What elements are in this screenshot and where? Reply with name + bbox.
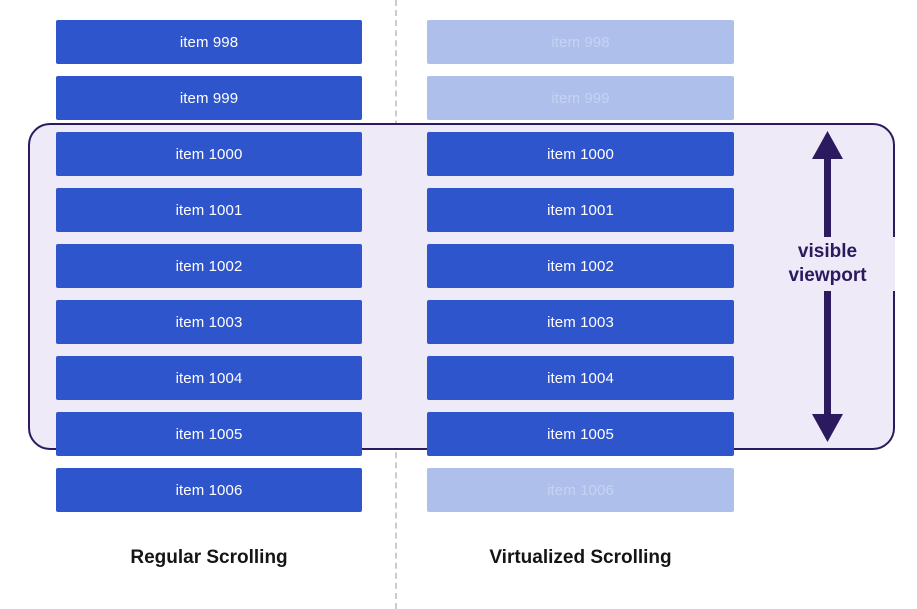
list-item[interactable]: item 1005 — [56, 412, 362, 456]
caption-regular-scrolling: Regular Scrolling — [130, 547, 288, 568]
list-item-label: item 999 — [551, 89, 610, 107]
list-item[interactable]: item 1005 — [427, 412, 734, 456]
list-item[interactable]: item 1001 — [427, 188, 734, 232]
list-item[interactable]: item 1004 — [56, 356, 362, 400]
visible-viewport-label-line1: visible — [797, 241, 858, 262]
list-item[interactable]: item 1000 — [56, 132, 362, 176]
list-item-label: item 1006 — [175, 481, 243, 499]
list-item[interactable]: item 1002 — [427, 244, 734, 288]
list-item[interactable]: item 1006 — [427, 468, 734, 512]
list-item-label: item 1005 — [547, 425, 614, 443]
column-virtualized-scrolling: item 998 item 999 item 1000 item 1001 item 1… — [427, 0, 734, 609]
list-item[interactable]: item 1006 — [56, 468, 362, 512]
visible-viewport-label-line2: viewport — [788, 264, 867, 286]
list-item[interactable]: item 999 — [56, 76, 362, 120]
list-item[interactable]: item 998 — [427, 20, 734, 64]
column-regular-scrolling: item 998 item 999 item 1000 item 1001 item 1… — [56, 0, 362, 609]
list-item-label: item 1006 — [547, 481, 614, 499]
list-item-label: item 998 — [179, 33, 239, 51]
list-item-label: item 1002 — [175, 257, 243, 275]
list-item-label: item 1004 — [547, 369, 614, 387]
list-item-label: item 1002 — [547, 257, 614, 275]
list-item[interactable]: item 1001 — [56, 188, 362, 232]
list-item-label: item 1001 — [547, 201, 614, 219]
list-item-label: item 1004 — [175, 369, 243, 387]
list-item-label: item 998 — [551, 33, 610, 51]
list-item[interactable]: item 998 — [56, 20, 362, 64]
list-item-label: item 1005 — [175, 425, 243, 443]
caption-virtualized-scrolling: Virtualized Scrolling — [489, 547, 672, 568]
list-item-label: item 1001 — [175, 201, 243, 219]
visible-viewport-annotation: visible viewport — [760, 123, 895, 450]
list-item[interactable]: item 1003 — [56, 300, 362, 344]
list-item-label: item 999 — [179, 89, 239, 107]
list-item[interactable]: item 1004 — [427, 356, 734, 400]
list-item-label: item 1003 — [175, 313, 243, 331]
list-item[interactable]: item 1000 — [427, 132, 734, 176]
list-item-label: item 1003 — [547, 313, 614, 331]
list-item[interactable]: item 1003 — [427, 300, 734, 344]
list-item[interactable]: item 999 — [427, 76, 734, 120]
list-item-label: item 1000 — [175, 145, 243, 163]
list-item[interactable]: item 1002 — [56, 244, 362, 288]
list-item-label: item 1000 — [547, 145, 614, 163]
visible-viewport-label: visible viewport — [760, 237, 895, 291]
